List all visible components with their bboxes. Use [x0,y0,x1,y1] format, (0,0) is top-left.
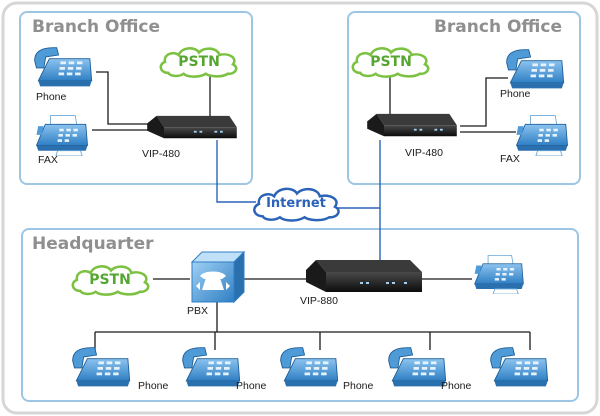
pbx-icon [190,250,246,304]
right-device-label: VIP-480 [405,147,443,159]
hq-pbx-label: PBX [187,305,208,317]
vip-480-gateway-icon [367,113,457,137]
vip-480-gateway-icon [147,115,237,139]
line-right-phone [460,77,508,127]
vip-880-gateway-icon [306,260,422,292]
headquarter-title: Headquarter [32,234,154,254]
hq-phone-label: Phone [343,380,374,392]
right-phone-label: Phone [500,88,531,100]
branch-office-right-title: Branch Office [434,17,562,37]
hq-phone-label: Phone [441,380,472,392]
headquarter-box [21,228,579,402]
left-fax-label: FAX [38,154,58,166]
left-device-label: VIP-480 [142,148,180,160]
hq-phone-label: Phone [236,380,267,392]
hq-device-label: VIP-880 [300,295,338,307]
right-fax-label: FAX [500,153,520,165]
hq-phone-label: Phone [138,380,169,392]
internet-links [216,140,381,266]
branch-office-left-title: Branch Office [32,17,160,37]
branch-office-right-box [347,11,581,185]
line-left-phone [96,71,148,125]
wiring [92,71,531,350]
line-left-internet [216,140,256,203]
left-pstn-label: PSTN [178,54,220,70]
internet-label: Internet [266,196,326,211]
right-pstn-label: PSTN [370,54,412,70]
left-phone-label: Phone [36,91,67,103]
hq-pstn-label: PSTN [89,272,131,288]
